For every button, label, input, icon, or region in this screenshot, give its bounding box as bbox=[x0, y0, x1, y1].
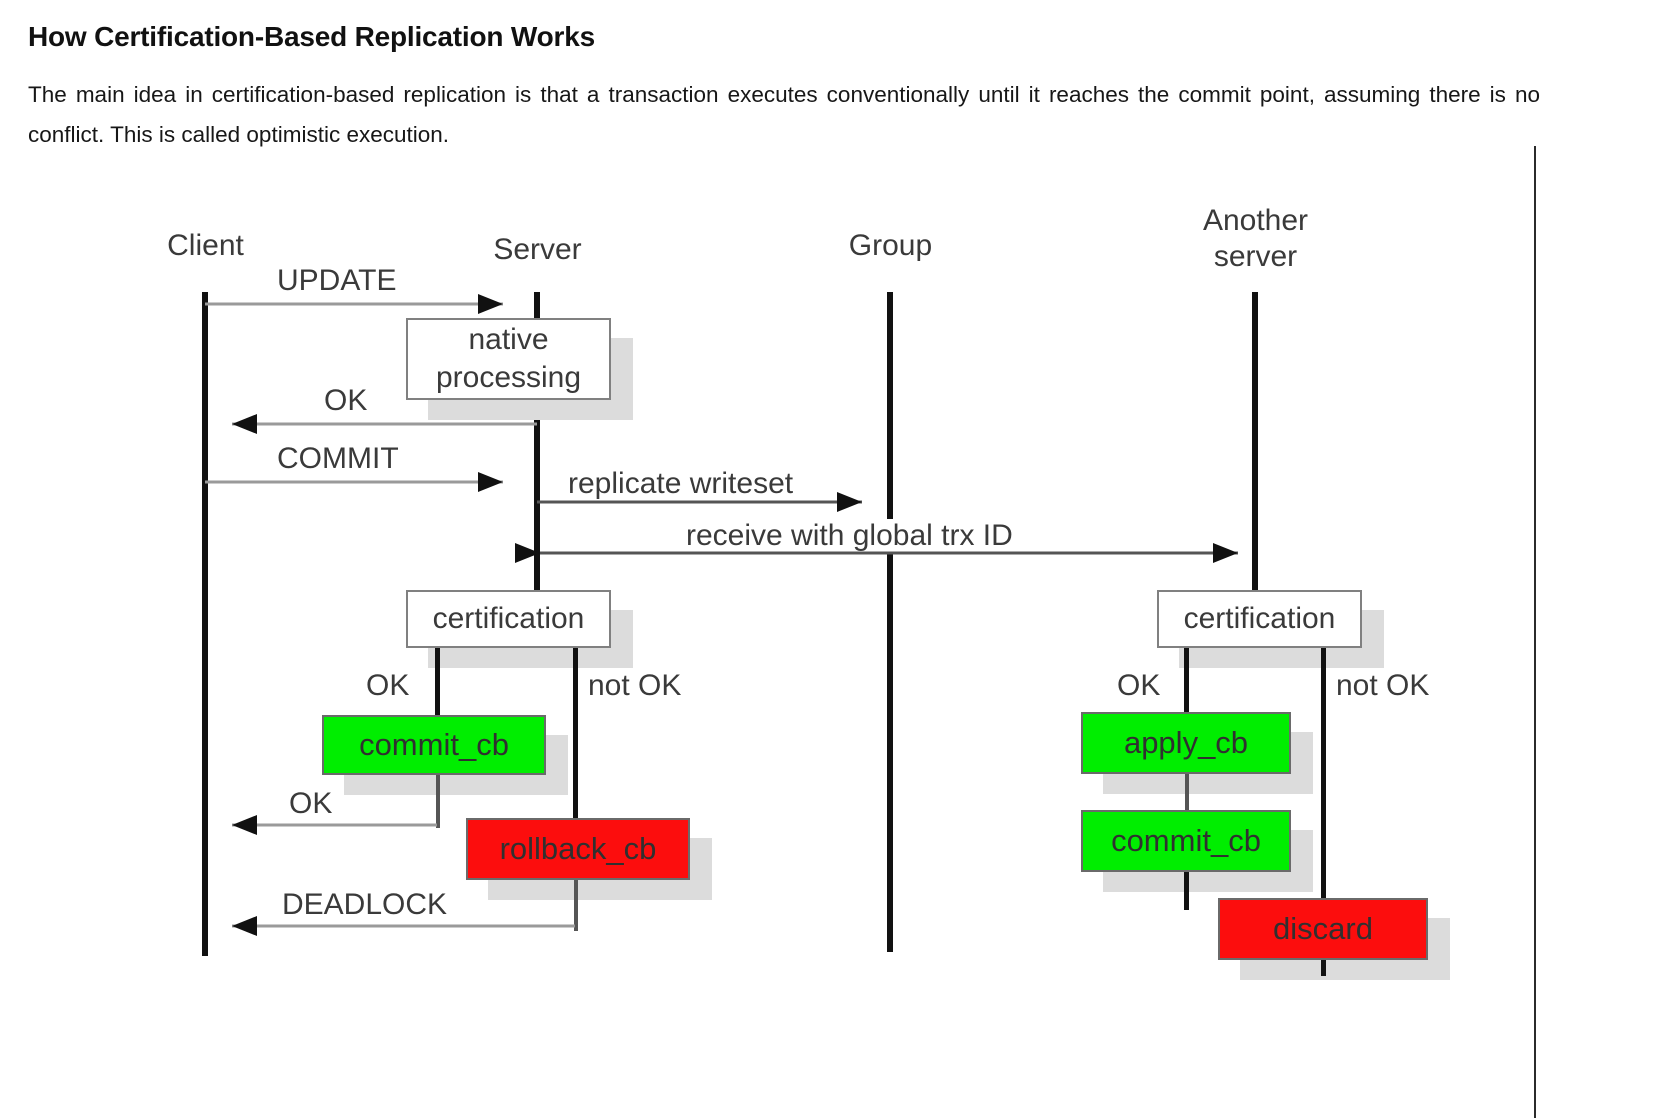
branch-label-another-ok: OK bbox=[1117, 669, 1161, 702]
branch-line-another-ok bbox=[1184, 648, 1189, 726]
callback-discard: discard bbox=[1218, 898, 1428, 960]
lifeline-label-group: Group bbox=[848, 229, 933, 262]
message-label-deadlock: DEADLOCK bbox=[282, 888, 448, 921]
lifeline-label-server: Server bbox=[493, 233, 582, 266]
callback-apply-cb: apply_cb bbox=[1081, 712, 1291, 774]
callback-commit-cb-another-server: commit_cb bbox=[1081, 810, 1291, 872]
intro-paragraph: The main idea in certification-based rep… bbox=[28, 81, 1540, 147]
branch-line-server-ok bbox=[435, 648, 440, 728]
lifeline-label-client: Client bbox=[167, 229, 244, 262]
lifeline-group bbox=[887, 292, 893, 952]
message-label-update: UPDATE bbox=[277, 264, 397, 297]
branch-line-server-not-ok bbox=[573, 648, 578, 873]
branch-line-server-not-ok-lower bbox=[574, 876, 578, 931]
branch-label-server-not-ok: not OK bbox=[588, 669, 682, 702]
branch-line-another-not-ok-lower bbox=[1321, 954, 1326, 976]
lifeline-label-another-server: Another server bbox=[1202, 204, 1309, 273]
lifeline-server bbox=[534, 292, 540, 602]
lifeline-client bbox=[202, 292, 208, 956]
activation-native-processing: native processing bbox=[406, 318, 611, 400]
vertical-divider-rule bbox=[1534, 146, 1536, 1118]
callback-commit-cb-server: commit_cb bbox=[322, 715, 546, 775]
activation-certification-another-server: certification bbox=[1157, 590, 1362, 648]
branch-line-another-ok-lower bbox=[1184, 866, 1189, 910]
lifeline-another-server bbox=[1252, 292, 1258, 602]
branch-label-server-ok: OK bbox=[366, 669, 410, 702]
callback-rollback-cb: rollback_cb bbox=[466, 818, 690, 880]
branch-line-another-not-ok bbox=[1321, 648, 1326, 904]
activation-certification-server: certification bbox=[406, 590, 611, 648]
page-title: How Certification-Based Replication Work… bbox=[28, 20, 595, 52]
message-label-ok-commit: OK bbox=[289, 787, 333, 820]
message-label-ok-native: OK bbox=[324, 384, 368, 417]
message-label-commit: COMMIT bbox=[277, 442, 399, 475]
branch-label-another-not-ok: not OK bbox=[1336, 669, 1430, 702]
branch-line-server-ok-lower bbox=[436, 772, 440, 828]
branch-line-another-ok-mid bbox=[1185, 768, 1189, 816]
message-label-replicate-writeset: replicate writeset bbox=[568, 467, 794, 500]
